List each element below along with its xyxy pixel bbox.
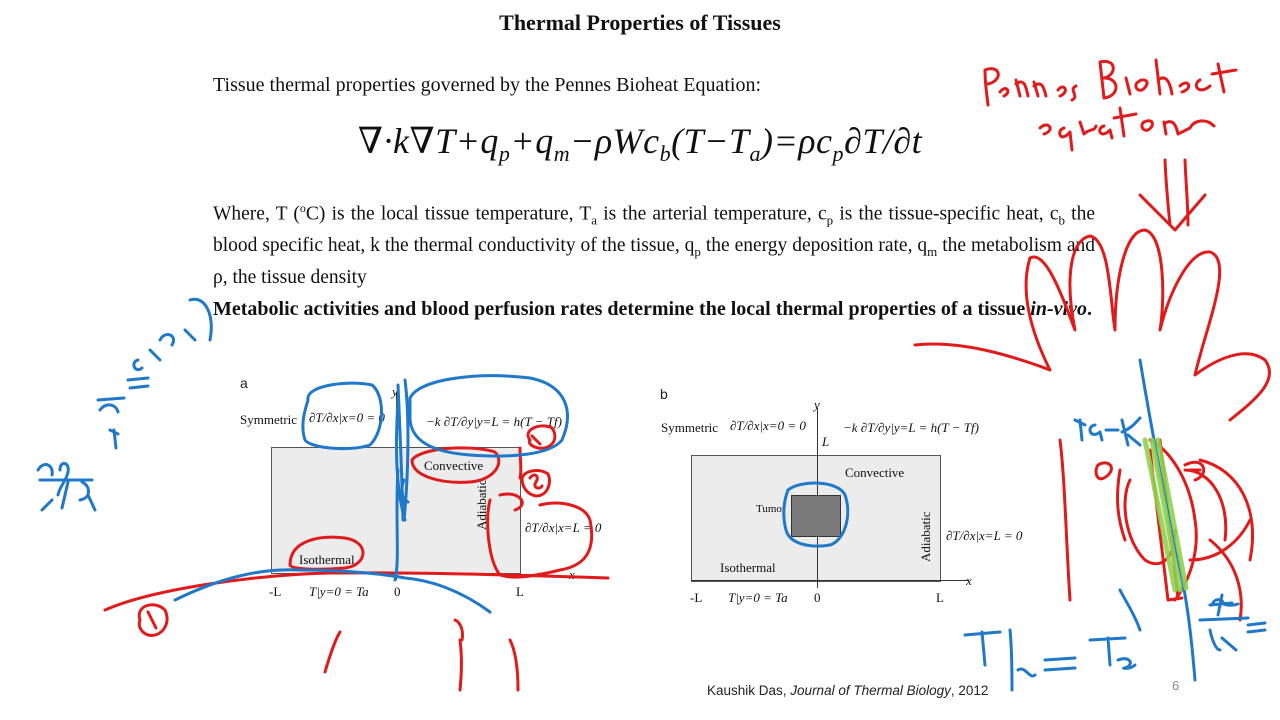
figure-b-x-axis-line (691, 580, 968, 581)
figure-b-letter: b (660, 386, 668, 402)
def-sub: p (826, 212, 834, 228)
intro-text: Tissue thermal properties governed by th… (213, 74, 762, 96)
figure-b-x-label: x (966, 573, 972, 588)
figure-b-convective-bc: −k ∂T/∂y|y=L = h(T − Tf) (843, 420, 979, 435)
def-text: is the arterial temperature, c (597, 203, 827, 225)
figure-a-adiabatic: Adiabatic (474, 479, 489, 530)
eq-part: (T−T (671, 121, 750, 161)
eq-part: ∇·k∇T+q (357, 121, 499, 161)
eq-sub: b (659, 141, 672, 167)
eq-part: +q (510, 121, 554, 161)
figure-b-adiabatic-bc: ∂T/∂x|x=L = 0 (946, 528, 1023, 543)
figure-b-y-label: y (814, 397, 820, 412)
figure-b-tumor-region (791, 495, 841, 537)
metabolic-end: . (1086, 298, 1092, 320)
slide-number: 6 (1172, 678, 1180, 693)
figure-a-symmetric: Symmetric (240, 412, 298, 427)
figure-b-convective: Convective (845, 465, 905, 480)
def-sub: p (694, 244, 701, 260)
def-sub: m (927, 244, 938, 260)
def-text: the energy deposition rate, q (700, 235, 928, 257)
figure-b-tick-neg-l: -L (690, 590, 703, 605)
figure-b-isothermal-bc: T|y=0 = Ta (728, 590, 788, 605)
metabolic-statement: Metabolic activities and blood perfusion… (213, 296, 1095, 322)
def-text: C) is the local tissue temperature, T (305, 203, 592, 225)
figure-a-y-label: y (392, 384, 398, 399)
figure-b-l-top: L (822, 434, 830, 449)
slide-title: Thermal Properties of Tissues (499, 10, 781, 35)
blue-ink-annotations (36, 297, 1267, 692)
def-text: Where, T ( (213, 203, 300, 225)
def-sub: a (591, 212, 598, 228)
figure-b-tick-zero: 0 (814, 590, 821, 605)
figure-b-symmetric: Symmetric (661, 420, 719, 435)
eq-sub: p (832, 141, 845, 167)
def-text: is the tissue-specific heat, c (833, 203, 1059, 225)
eq-sub: a (749, 141, 761, 167)
figure-a-convective: Convective (424, 458, 484, 473)
def-sup: o (299, 201, 306, 215)
eq-sub: m (553, 141, 571, 167)
figure-b-tick-l: L (936, 590, 944, 605)
figure-b-tumor-label: Tumor (756, 503, 786, 515)
figure-a-tick-zero: 0 (394, 584, 401, 599)
citation-journal: Journal of Thermal Biology (790, 683, 951, 698)
figure-a-letter: a (240, 375, 248, 391)
figure-a-y-axis-line (396, 392, 397, 580)
eq-sub: p (498, 141, 511, 167)
figure-a-isothermal-bc: T|y=0 = Ta (309, 584, 369, 599)
def-text: the blood specific heat, k the thermal c… (213, 203, 1095, 257)
figure-a-convective-bc: −k ∂T/∂y|y=L = h(T − Tf) (426, 414, 562, 429)
figure-a-tick-l: L (516, 584, 524, 599)
figure-a-isothermal: Isothermal (299, 552, 355, 567)
figure-a-symmetric-bc: ∂T/∂x|x=0 = 0 (309, 410, 385, 425)
metabolic-text: Metabolic activities and blood perfusion… (213, 298, 1031, 320)
citation: Kaushik Das, Journal of Thermal Biology,… (707, 683, 988, 698)
eq-part: ∂T/∂t (844, 121, 923, 161)
figure-a-tick-neg-l: -L (269, 584, 282, 599)
green-highlight-stroke (1142, 437, 1189, 593)
pennes-equation: ∇·k∇T+qp+qm−ρWcb(T−Ta)=ρcp∂T/∂t (0, 120, 1280, 167)
def-sub: b (1058, 212, 1065, 228)
variable-definitions: Where, T (oC) is the local tissue temper… (213, 195, 1095, 291)
figure-b-isothermal: Isothermal (720, 560, 776, 575)
citation-author: Kaushik Das, (707, 683, 791, 698)
figure-b-adiabatic: Adiabatic (918, 511, 933, 562)
citation-year: , 2012 (950, 683, 989, 698)
eq-part: −ρWc (570, 121, 660, 161)
figure-b-symmetric-bc: ∂T/∂x|x=0 = 0 (730, 418, 806, 433)
eq-part: )=ρc (760, 121, 833, 161)
metabolic-italic: in-vivo (1030, 298, 1087, 320)
figure-a-adiabatic-bc: ∂T/∂x|x=L = 0 (525, 520, 602, 535)
figure-a-x-label: x (569, 567, 575, 582)
